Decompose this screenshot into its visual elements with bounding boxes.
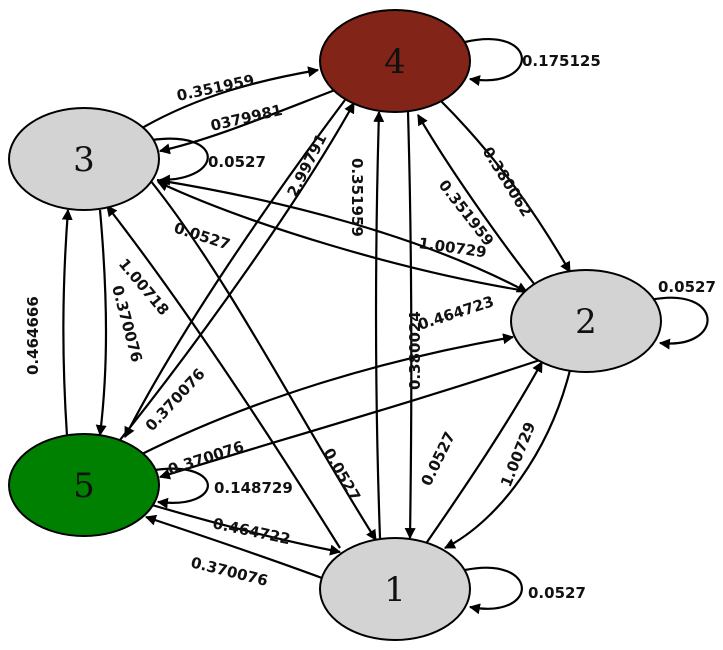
edge-1-to-3: [106, 205, 341, 549]
edge-label-3-to-3: 0.0527: [208, 153, 266, 171]
node-3: 3: [8, 107, 160, 211]
node-3-shape: [8, 107, 160, 211]
edge-2-to-4: [417, 114, 536, 286]
node-2: 2: [510, 269, 662, 373]
node-4: 4: [319, 9, 471, 113]
edge-label-1-to-2: 0.0527: [417, 429, 459, 489]
edge-2-to-1: [444, 369, 572, 549]
edge-1-to-4: [373, 110, 385, 539]
edge-label-3-to-1: 0.0527: [320, 445, 365, 504]
edge-label-1-to-1: 0.0527: [528, 584, 586, 602]
edge-label-5-to-3: 0.464666: [24, 296, 42, 375]
edge-label-2-to-5: 0.370076: [166, 437, 246, 478]
edge-label-2-to-3: 0.0527: [172, 219, 233, 254]
edge-1-to-2: [424, 361, 543, 546]
edge-4-to-4: [464, 38, 523, 86]
node-2-shape: [510, 269, 662, 373]
edge-label-2-to-2: 0.0527: [658, 278, 716, 296]
node-4-shape: [319, 9, 471, 113]
edge-label-2-to-1: 1.00729: [497, 419, 539, 489]
edge-3-to-3: [151, 137, 209, 186]
edge-label-4-to-2: 0.380062: [479, 144, 536, 220]
edge-3-to-5: [95, 209, 108, 437]
node-5-shape: [8, 433, 160, 537]
node-1-label: 1: [384, 570, 406, 610]
edge-5-to-5: [154, 467, 209, 509]
edge-1-to-1: [464, 566, 523, 615]
node-3-label: 3: [73, 140, 95, 180]
edge-4-to-1: [404, 111, 416, 540]
edge-3-to-1: [149, 179, 377, 541]
edge-5-to-1: [151, 503, 342, 556]
node-4-label: 4: [384, 42, 406, 82]
edge-label-3-to-4: 0.351959: [175, 71, 256, 105]
edge-label-1-to-4: 0.351959: [348, 158, 366, 237]
node-2-label: 2: [575, 302, 597, 342]
edge-label-4-to-4: 0.175125: [522, 52, 601, 70]
edge-2-to-5: [158, 358, 541, 480]
edge-1-to-5: [144, 514, 323, 580]
edge-5-to-4: [119, 102, 355, 441]
edge-label-1-to-5: 0.370076: [189, 553, 270, 590]
nodes-layer: 1 2 3 4 5: [8, 9, 662, 641]
edge-4-to-5: [124, 99, 346, 438]
edge-4-to-3: [158, 88, 336, 155]
edge-label-4-to-3: 0379981: [209, 101, 284, 135]
node-1: 1: [319, 537, 471, 641]
edge-5-to-2: [139, 333, 515, 456]
edge-label-5-to-5: 0.148729: [214, 479, 293, 497]
edge-label-4-to-1: 0.380024: [406, 311, 424, 390]
edge-5-to-3: [61, 208, 73, 437]
edge-3-to-4: [141, 66, 320, 129]
edge-4-to-2: [439, 99, 571, 273]
edge-3-to-2: [156, 178, 528, 293]
edge-label-5-to-2: 0.464723: [416, 292, 496, 333]
node-1-shape: [319, 537, 471, 641]
edge-2-to-2: [649, 296, 709, 350]
node-5: 5: [8, 433, 160, 537]
edge-2-to-3: [157, 181, 521, 292]
node-5-label: 5: [73, 466, 95, 506]
edges-layer: [61, 38, 709, 615]
edge-label-5-to-4: 2.99791: [284, 131, 331, 200]
